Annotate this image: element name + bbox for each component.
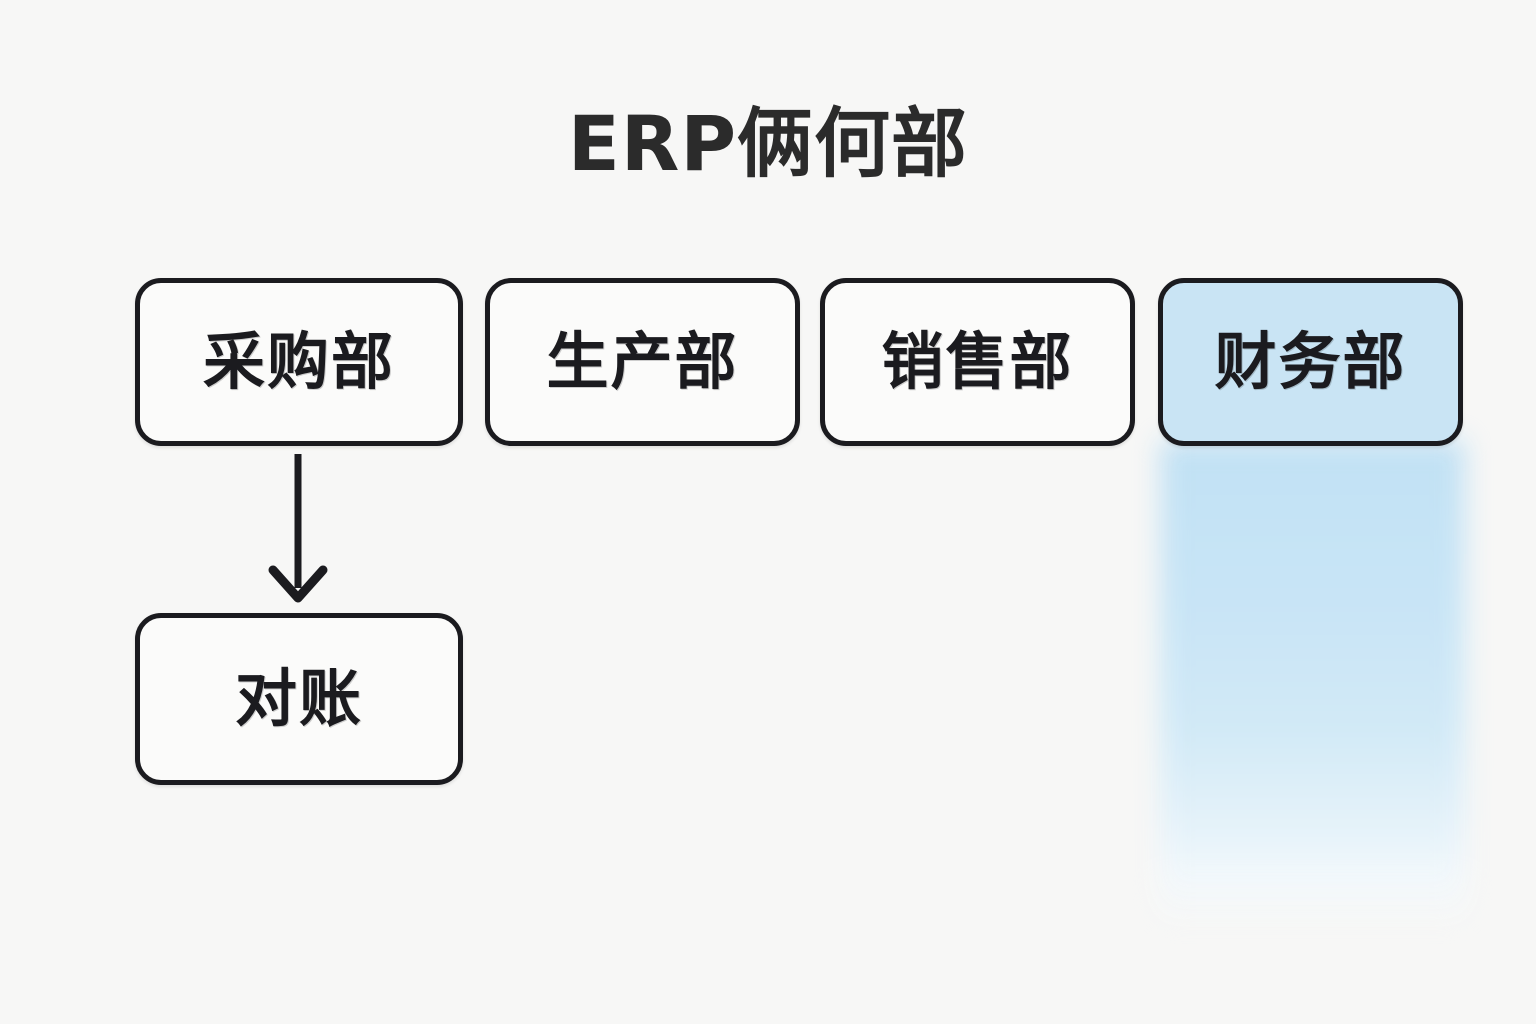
node-finance-label: 财务部 xyxy=(1214,325,1407,398)
finance-highlight-band xyxy=(1160,440,1465,925)
node-finance[interactable]: 财务部 xyxy=(1158,278,1463,446)
node-procurement-label: 采购部 xyxy=(202,325,395,398)
page-title: ERP俩何部 xyxy=(567,99,969,188)
node-production-label: 生产部 xyxy=(546,325,739,398)
node-reconciliation-label: 对账 xyxy=(234,662,363,735)
node-reconciliation[interactable]: 对账 xyxy=(135,613,463,785)
node-procurement[interactable]: 采购部 xyxy=(135,278,463,446)
node-sales[interactable]: 销售部 xyxy=(820,278,1135,446)
arrow-down-icon xyxy=(268,454,328,603)
node-production[interactable]: 生产部 xyxy=(485,278,800,446)
node-sales-label: 销售部 xyxy=(881,325,1074,398)
